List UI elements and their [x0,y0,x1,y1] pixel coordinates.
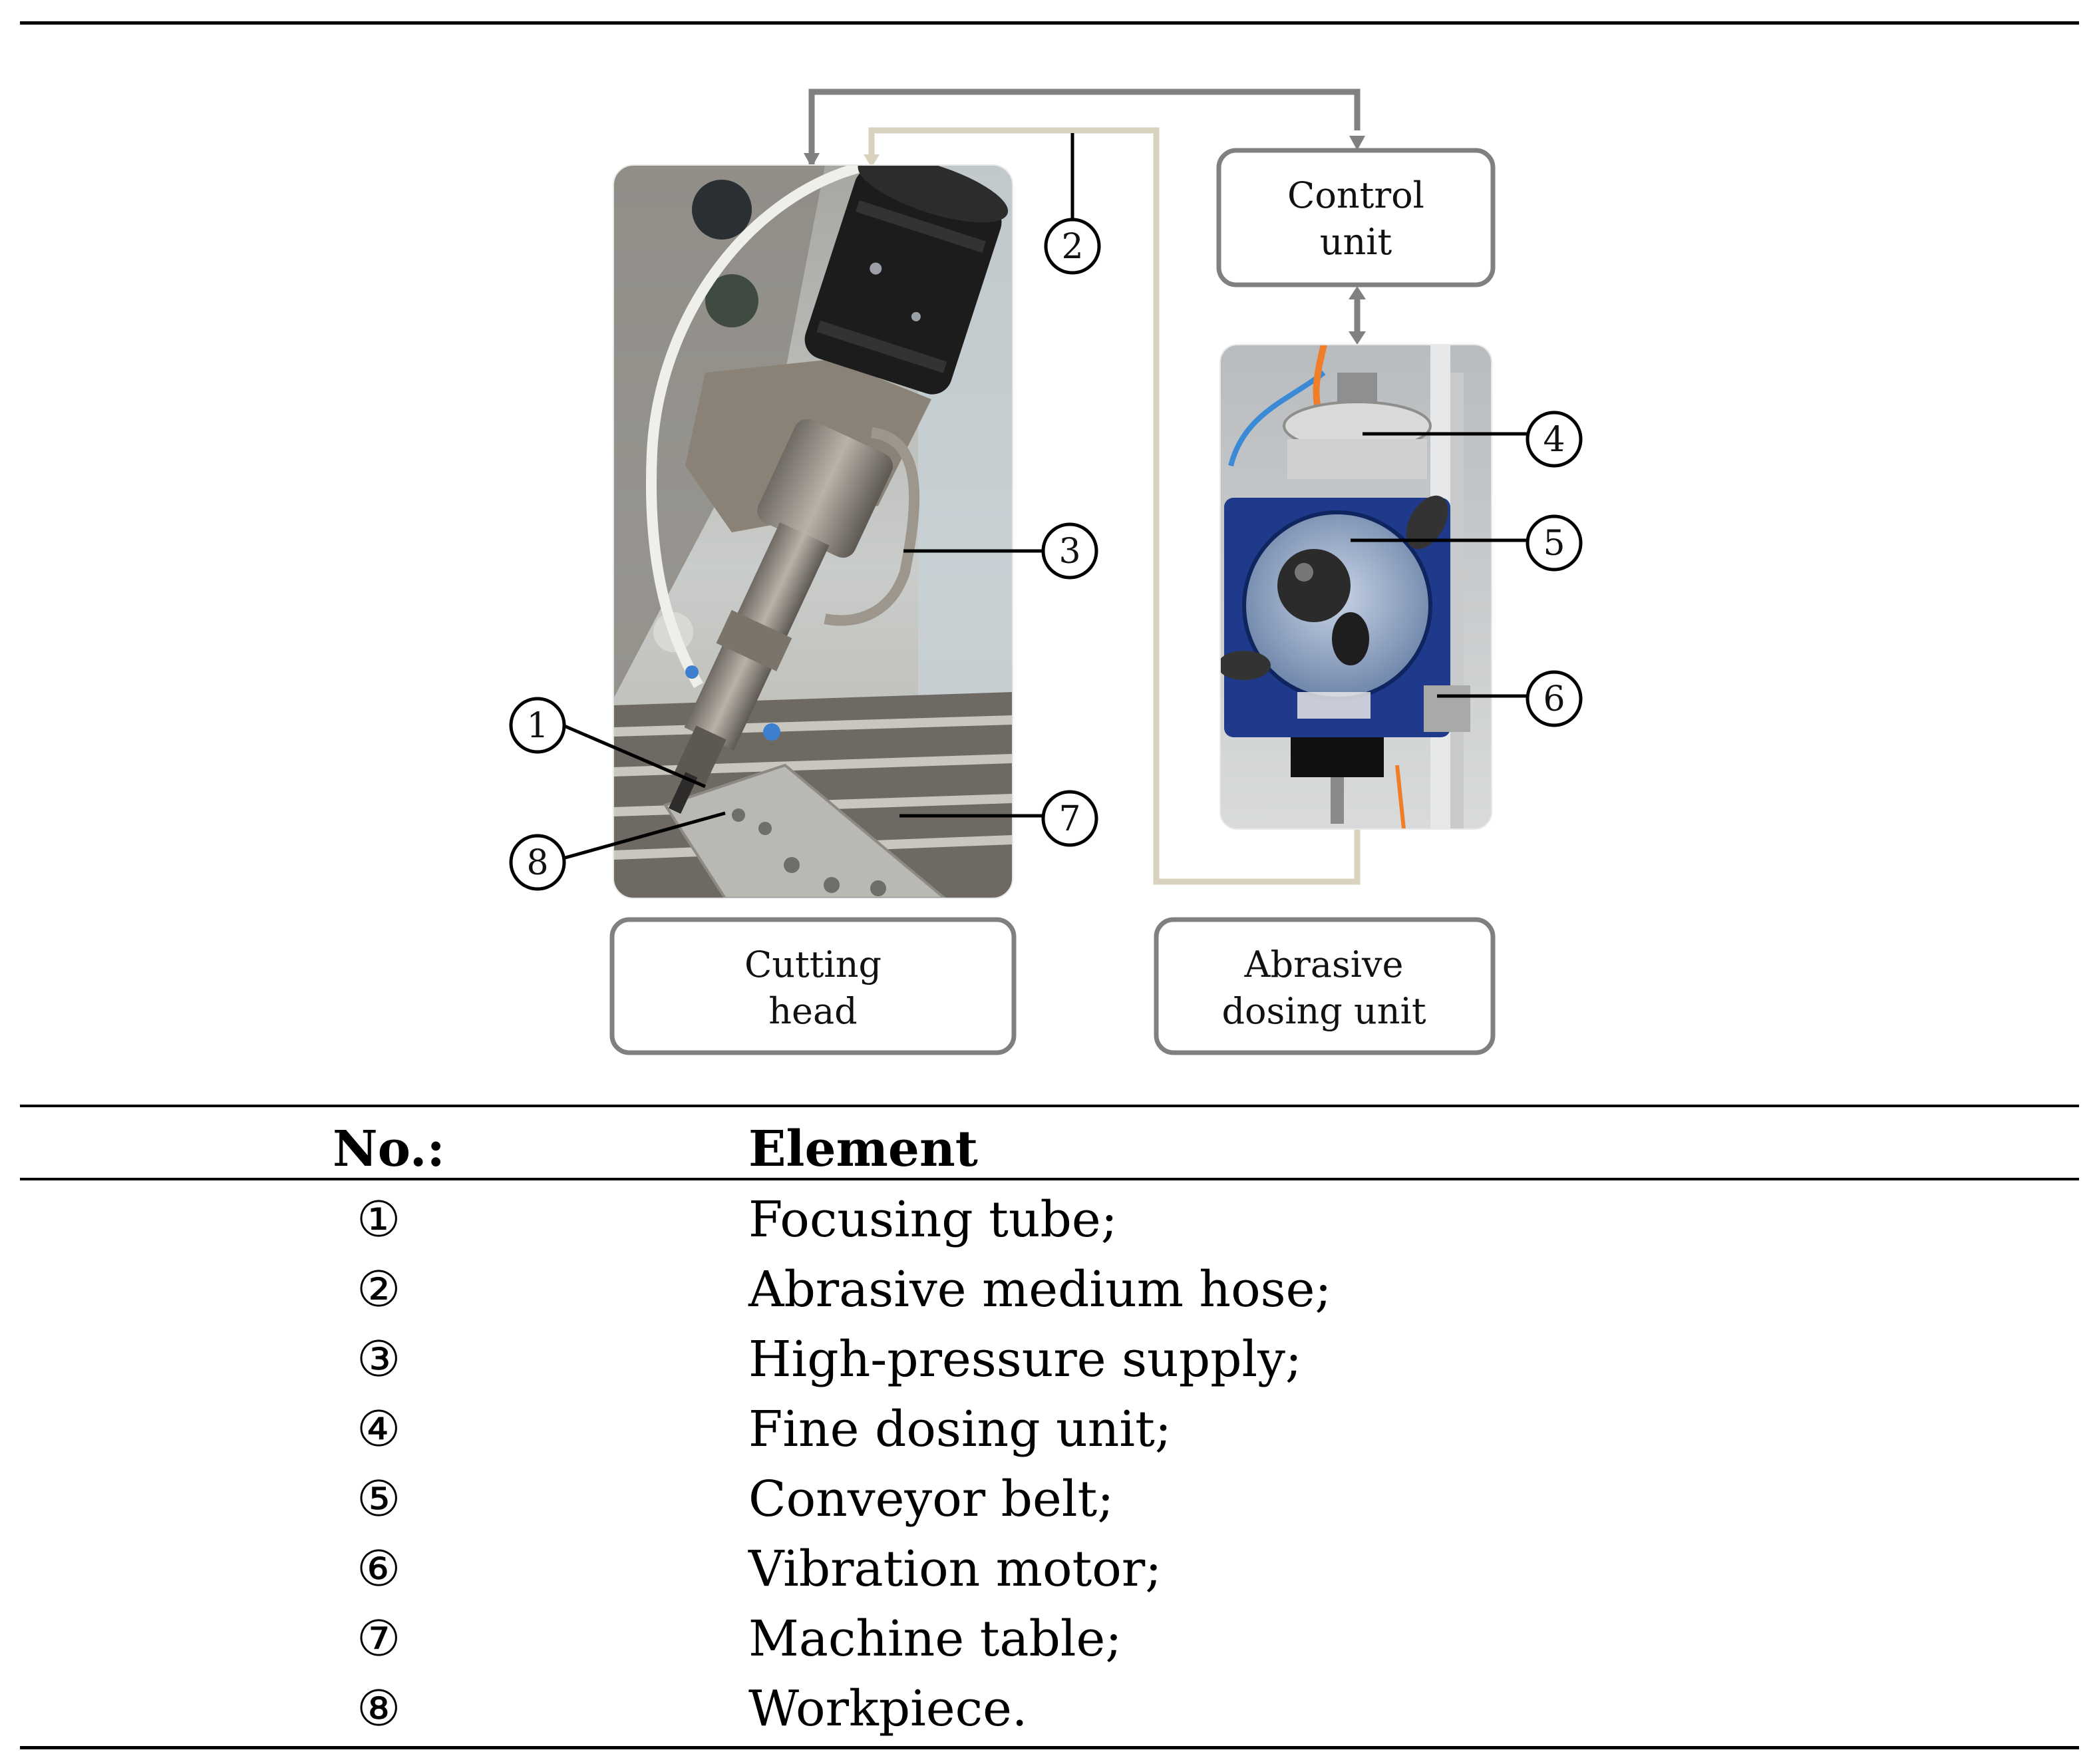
row-element: Conveyor belt; [748,1471,1114,1528]
svg-text:8: 8 [526,843,548,883]
svg-text:3: 3 [1058,532,1080,572]
row-element: Workpiece. [748,1680,1028,1737]
svg-text:2: 2 [1061,227,1083,267]
callout-3: 3 [1041,522,1098,580]
abrasive-hose-route [864,127,1361,885]
row-number: ⑥ [357,1540,401,1598]
cutting-head-box: Cutting head [609,917,1017,1055]
svg-text:6: 6 [1543,679,1565,719]
signal-line-control-to-cutting-head [804,88,1365,168]
header-element: Element [748,1121,978,1178]
cutting-head-label-line2: head [768,990,858,1032]
row-element: High-pressure supply; [748,1331,1302,1388]
svg-text:5: 5 [1543,524,1565,564]
header-rule [20,1178,2079,1180]
svg-text:4: 4 [1543,420,1565,460]
row-element: Focusing tube; [748,1191,1118,1248]
callout-1: 1 [509,697,566,754]
row-element: Abrasive medium hose; [748,1261,1332,1318]
callout-6: 6 [1526,670,1583,727]
callout-2: 2 [1044,218,1101,275]
abrasive-dosing-label-line2: dosing unit [1221,990,1426,1032]
svg-text:7: 7 [1058,799,1080,839]
arrowhead-down-icon [804,153,820,168]
row-element: Machine table; [748,1610,1122,1668]
callout-4: 4 [1526,411,1583,468]
arrowhead-down-icon [864,154,880,168]
dosing-unit-photo [1219,344,1492,830]
callout-5: 5 [1526,514,1583,572]
control-unit-label-line2: unit [1320,221,1392,263]
abrasive-dosing-label-line1: Abrasive [1243,944,1403,985]
callout-7: 7 [1041,790,1098,847]
row-number: ④ [357,1401,401,1458]
header-number: No.: [333,1121,445,1178]
abrasive-dosing-unit-box: Abrasive dosing unit [1154,917,1496,1055]
signal-line-control-to-dosing [1349,286,1366,345]
row-number: ③ [357,1331,401,1388]
control-unit-label-line1: Control [1287,174,1424,216]
table-top-rule [20,1105,2079,1107]
cutting-head-label-line1: Cutting [744,944,882,985]
row-number: ⑧ [357,1680,401,1737]
system-diagram: Control unit [509,88,1583,1055]
row-element: Vibration motor; [748,1540,1162,1598]
control-unit-box: Control unit [1216,148,1496,287]
arrowhead-up-icon [1349,286,1366,299]
row-element: Fine dosing unit; [748,1401,1172,1458]
row-number: ⑦ [357,1610,401,1668]
arrowhead-down-icon [1349,136,1365,150]
callout-8: 8 [509,834,566,891]
callout-leader-lines [562,133,1528,860]
row-number: ② [357,1261,401,1318]
row-number: ① [357,1191,401,1248]
table-bottom-rule [20,1746,2079,1749]
top-rule [20,21,2079,25]
svg-text:1: 1 [526,706,548,746]
row-number: ⑤ [357,1471,401,1528]
arrowhead-down-icon [1349,331,1366,345]
cutting-head-photo [613,164,1013,899]
